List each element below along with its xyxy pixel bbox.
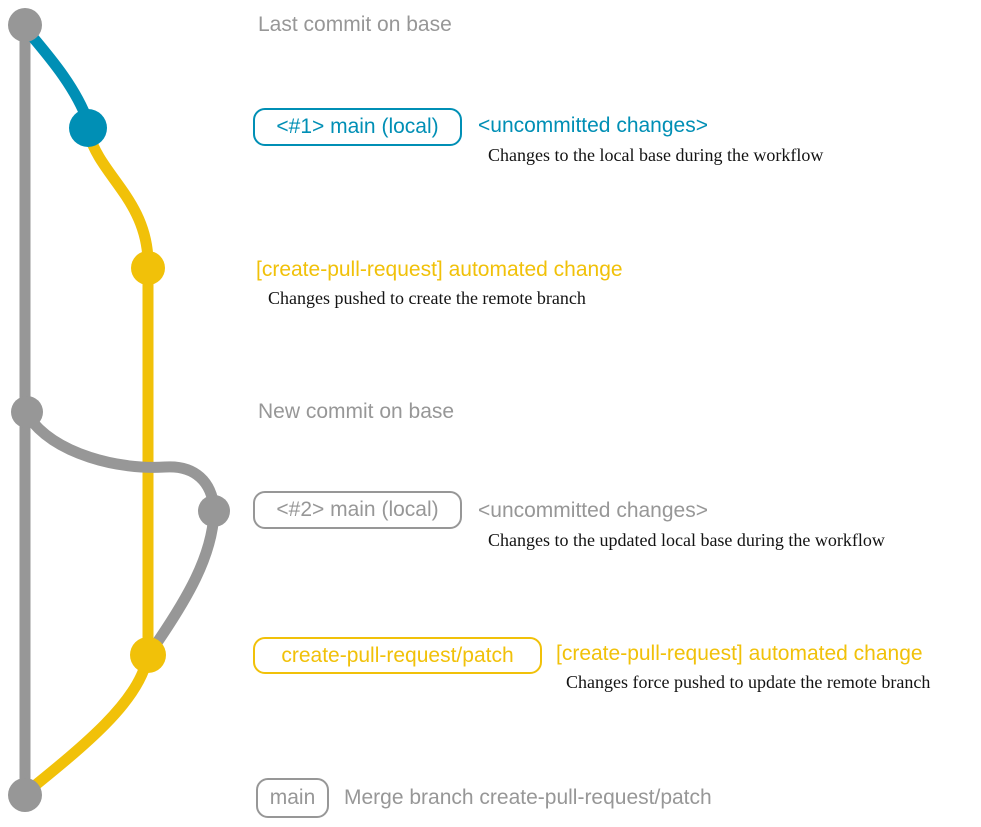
commit-dot-merge-commit <box>8 778 42 812</box>
last-commit-heading: Last commit on base <box>258 13 452 36</box>
branch-tag-patch: create-pull-request/patch <box>253 637 542 674</box>
branch-tag-main-local-2-label: <#2> main (local) <box>276 498 439 521</box>
commit-dot-automated-change-2 <box>130 637 166 673</box>
branch-tag-main-local-1-label: <#1> main (local) <box>276 115 439 138</box>
commit-message-automated-change-1: [create-pull-request] automated change <box>256 258 623 281</box>
commit-dot-automated-change-1 <box>131 251 165 285</box>
branch-tag-main: main <box>256 778 329 818</box>
uncommitted-changes-1-note: Changes to the local base during the wor… <box>488 145 824 165</box>
new-commit-heading: New commit on base <box>258 400 455 423</box>
updated-main-branch-curve-out <box>22 410 220 515</box>
uncommitted-changes-2-note: Changes to the updated local base during… <box>488 530 885 550</box>
commit-note-automated-change-2: Changes force pushed to update the remot… <box>566 672 931 692</box>
patch-branch-curve-top <box>83 128 154 266</box>
uncommitted-changes-2: <uncommitted changes> <box>478 499 708 522</box>
branch-tag-main-local-1: <#1> main (local) <box>253 108 462 146</box>
patch-merge-curve <box>21 653 153 798</box>
commit-message-automated-change-2: [create-pull-request] automated change <box>556 642 923 665</box>
commit-dot-last-commit-on-base <box>8 8 42 42</box>
commit-dot-new-commit-on-base <box>11 396 43 428</box>
uncommitted-changes-1: <uncommitted changes> <box>478 114 708 137</box>
commit-dot-main-local-2 <box>198 495 230 527</box>
updated-main-branch-curve-in <box>146 507 220 656</box>
branch-tag-main-local-2: <#2> main (local) <box>253 491 462 529</box>
main-local-branch-line <box>20 23 94 128</box>
branch-tag-patch-label: create-pull-request/patch <box>281 643 514 667</box>
commit-note-automated-change-1: Changes pushed to create the remote bran… <box>268 288 586 308</box>
commit-dot-main-local-1 <box>69 109 107 147</box>
commit-message-merge: Merge branch create-pull-request/patch <box>344 786 712 809</box>
branch-tag-main-label: main <box>269 786 316 809</box>
